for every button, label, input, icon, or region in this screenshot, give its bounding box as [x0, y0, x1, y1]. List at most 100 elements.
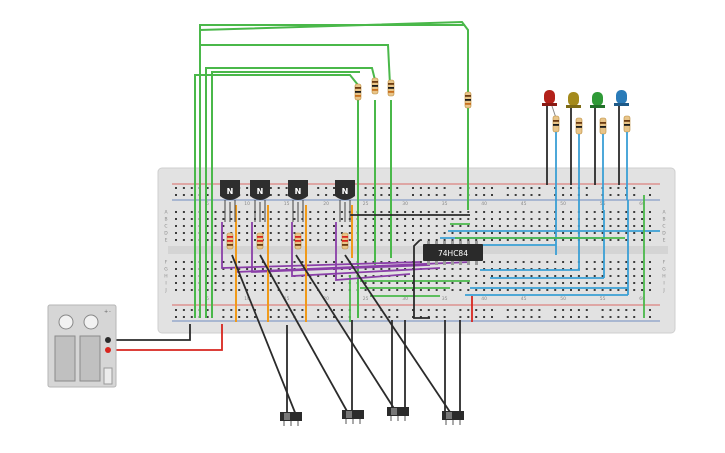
- breadboard-hole[interactable]: [443, 187, 446, 189]
- breadboard-hole[interactable]: [182, 232, 185, 234]
- breadboard-hole[interactable]: [546, 275, 549, 277]
- breadboard-hole[interactable]: [585, 218, 588, 220]
- breadboard-hole[interactable]: [285, 261, 288, 263]
- breadboard-hole[interactable]: [380, 289, 383, 291]
- breadboard-hole[interactable]: [222, 232, 225, 234]
- battery-pack[interactable]: + -: [47, 304, 117, 388]
- breadboard-hole[interactable]: [277, 218, 280, 220]
- breadboard-hole[interactable]: [617, 261, 620, 263]
- breadboard-hole[interactable]: [285, 282, 288, 284]
- breadboard-hole[interactable]: [325, 225, 328, 227]
- breadboard-hole[interactable]: [625, 309, 628, 311]
- breadboard-hole[interactable]: [633, 309, 636, 311]
- breadboard-hole[interactable]: [435, 289, 438, 291]
- breadboard-hole[interactable]: [475, 289, 478, 291]
- breadboard-hole[interactable]: [427, 275, 430, 277]
- breadboard-hole[interactable]: [625, 225, 628, 227]
- breadboard-hole[interactable]: [562, 211, 565, 213]
- breadboard-hole[interactable]: [293, 289, 296, 291]
- breadboard-hole[interactable]: [546, 218, 549, 220]
- breadboard-hole[interactable]: [301, 239, 304, 241]
- breadboard-hole[interactable]: [546, 239, 549, 241]
- breadboard-hole[interactable]: [372, 218, 375, 220]
- breadboard-hole[interactable]: [427, 187, 430, 189]
- breadboard-hole[interactable]: [530, 316, 533, 318]
- breadboard-hole[interactable]: [522, 194, 525, 196]
- breadboard-hole[interactable]: [570, 261, 572, 263]
- breadboard-hole[interactable]: [427, 225, 430, 227]
- breadboard-hole[interactable]: [309, 282, 312, 284]
- breadboard-hole[interactable]: [617, 289, 620, 291]
- breadboard-hole[interactable]: [412, 187, 414, 189]
- breadboard-hole[interactable]: [506, 309, 509, 311]
- breadboard-hole[interactable]: [514, 239, 517, 241]
- breadboard-hole[interactable]: [514, 268, 517, 270]
- breadboard-hole[interactable]: [388, 218, 391, 220]
- breadboard-hole[interactable]: [506, 232, 509, 234]
- breadboard-hole[interactable]: [285, 289, 288, 291]
- breadboard-hole[interactable]: [246, 275, 249, 277]
- breadboard-hole[interactable]: [554, 261, 557, 263]
- breadboard-hole[interactable]: [554, 275, 557, 277]
- breadboard-hole[interactable]: [427, 239, 430, 241]
- breadboard-hole[interactable]: [506, 225, 509, 227]
- breadboard-hole[interactable]: [317, 225, 320, 227]
- breadboard-hole[interactable]: [443, 316, 446, 318]
- breadboard-hole[interactable]: [404, 232, 407, 234]
- breadboard-hole[interactable]: [593, 211, 596, 213]
- breadboard-hole[interactable]: [435, 239, 438, 241]
- breadboard-hole[interactable]: [538, 232, 541, 234]
- breadboard-hole[interactable]: [269, 225, 272, 227]
- breadboard-hole[interactable]: [483, 225, 486, 227]
- breadboard-hole[interactable]: [419, 239, 422, 241]
- breadboard-hole[interactable]: [364, 187, 367, 189]
- breadboard-hole[interactable]: [625, 289, 628, 291]
- breadboard-hole[interactable]: [364, 211, 367, 213]
- breadboard-hole[interactable]: [467, 275, 470, 277]
- breadboard-hole[interactable]: [601, 218, 604, 220]
- breadboard-hole[interactable]: [380, 187, 383, 189]
- breadboard-hole[interactable]: [459, 268, 462, 270]
- breadboard-hole[interactable]: [254, 282, 256, 284]
- breadboard-hole[interactable]: [333, 232, 335, 234]
- breadboard-hole[interactable]: [230, 282, 233, 284]
- breadboard-hole[interactable]: [301, 218, 304, 220]
- breadboard-hole[interactable]: [246, 282, 249, 284]
- breadboard-hole[interactable]: [562, 194, 565, 196]
- breadboard-hole[interactable]: [412, 282, 414, 284]
- breadboard-hole[interactable]: [506, 239, 509, 241]
- breadboard-hole[interactable]: [641, 232, 644, 234]
- breadboard-hole[interactable]: [530, 282, 533, 284]
- breadboard-hole[interactable]: [625, 316, 628, 318]
- breadboard-hole[interactable]: [230, 211, 233, 213]
- breadboard-hole[interactable]: [467, 211, 470, 213]
- breadboard-hole[interactable]: [601, 268, 604, 270]
- breadboard-hole[interactable]: [427, 211, 430, 213]
- breadboard-hole[interactable]: [530, 187, 533, 189]
- breadboard-hole[interactable]: [538, 289, 541, 291]
- breadboard-hole[interactable]: [617, 239, 620, 241]
- breadboard-hole[interactable]: [609, 316, 612, 318]
- breadboard-hole[interactable]: [475, 239, 478, 241]
- breadboard-hole[interactable]: [459, 282, 462, 284]
- breadboard-hole[interactable]: [396, 239, 399, 241]
- breadboard-hole[interactable]: [238, 239, 241, 241]
- breadboard-hole[interactable]: [175, 218, 177, 220]
- breadboard-hole[interactable]: [427, 309, 430, 311]
- breadboard-hole[interactable]: [585, 187, 588, 189]
- breadboard-hole[interactable]: [238, 268, 241, 270]
- breadboard-hole[interactable]: [522, 232, 525, 234]
- breadboard-hole[interactable]: [625, 268, 628, 270]
- breadboard-hole[interactable]: [562, 261, 565, 263]
- breadboard-hole[interactable]: [269, 316, 272, 318]
- breadboard-hole[interactable]: [562, 225, 565, 227]
- breadboard-hole[interactable]: [214, 282, 217, 284]
- breadboard-hole[interactable]: [435, 187, 438, 189]
- breadboard-hole[interactable]: [601, 225, 604, 227]
- breadboard-hole[interactable]: [380, 282, 383, 284]
- breadboard-hole[interactable]: [364, 309, 367, 311]
- breadboard-hole[interactable]: [412, 218, 414, 220]
- breadboard-hole[interactable]: [396, 268, 399, 270]
- breadboard-hole[interactable]: [206, 268, 209, 270]
